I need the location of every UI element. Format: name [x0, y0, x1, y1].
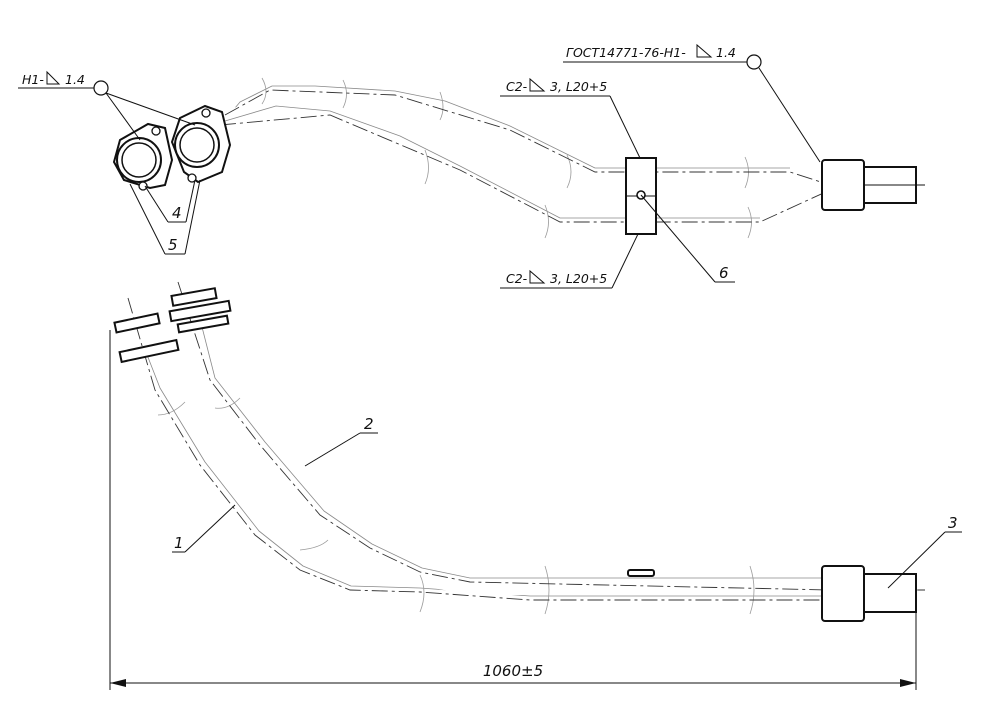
- front-centerline-1: [127, 297, 830, 601]
- weld-triangle-icon: [696, 43, 713, 58]
- flange-right: [170, 104, 232, 184]
- weld-mark-top-left: Н1- 1.4: [18, 70, 196, 141]
- weld-clamp-upper-prefix: С2-: [506, 79, 528, 94]
- weld-triangle-icon: [529, 269, 546, 284]
- callout-4-label: 4: [172, 204, 182, 222]
- front-collector: [821, 565, 917, 622]
- weld-top-right-prefix: ГОСТ14771-76-Н1-: [566, 45, 686, 60]
- front-centerline-2: [177, 281, 925, 591]
- callout-3: 3: [887, 514, 962, 589]
- callout-1: 1: [172, 504, 236, 553]
- front-tube-2: [185, 317, 843, 595]
- weld-top-left-prefix: Н1-: [22, 72, 44, 87]
- callout-3-label: 3: [948, 514, 958, 532]
- weld-mark-clamp-upper: С2- 3, L20+5: [500, 77, 641, 159]
- weld-clamp-upper-size: 3, L20+5: [550, 79, 607, 94]
- weld-mark-top-right: ГОСТ14771-76-Н1- 1.4: [563, 43, 821, 163]
- weld-clamp-lower-prefix: С2-: [506, 271, 528, 286]
- top-collector: [821, 159, 925, 211]
- callout-6-label: 6: [719, 264, 729, 282]
- flange-left: [112, 122, 174, 191]
- front-flange-2: [168, 287, 232, 334]
- callout-6: 6: [640, 194, 735, 283]
- front-clamp: [627, 569, 655, 577]
- callout-4: 4: [144, 179, 196, 223]
- clamp-part-6: [625, 157, 657, 235]
- weld-triangle-icon: [529, 77, 546, 92]
- weld-clamp-lower-size: 3, L20+5: [550, 271, 607, 286]
- top-tube-b: [147, 97, 843, 235]
- dimension-text: 1060±5: [483, 662, 543, 680]
- overall-dimension: 1060±5: [109, 330, 917, 690]
- weld-triangle-icon: [46, 70, 61, 85]
- weld-mark-clamp-lower: С2- 3, L20+5: [500, 233, 639, 289]
- front-bend-lines: [157, 397, 755, 615]
- callout-2-label: 2: [364, 415, 374, 433]
- weld-top-right-size: 1.4: [716, 45, 736, 60]
- front-tube-1: [127, 337, 843, 613]
- top-view: [112, 77, 925, 239]
- callout-5: 5: [129, 179, 201, 255]
- weld-top-left-size: 1.4: [65, 72, 85, 87]
- front-view: [113, 281, 925, 622]
- top-centerline-b: [219, 114, 831, 223]
- callout-5-label: 5: [168, 236, 178, 254]
- callout-1-label: 1: [174, 534, 184, 552]
- front-flange-1: [113, 312, 180, 364]
- callout-2: 2: [304, 415, 378, 467]
